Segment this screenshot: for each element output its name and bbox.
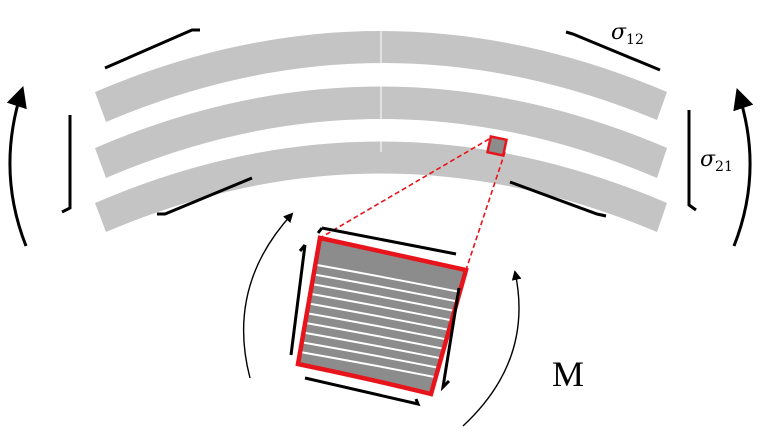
selected-element-marker [486, 135, 508, 157]
laminate-layer-bottom [95, 141, 667, 232]
shear-arrow-right-vertical [687, 110, 697, 212]
top-shear-arrows [104, 28, 661, 72]
label-sigma-12: σ12 [611, 20, 644, 48]
element-shear-top [321, 226, 457, 256]
element-moment-arrows [242, 212, 522, 427]
zoom-line-right [465, 151, 506, 271]
moment-arrow-element-right-icon [462, 270, 522, 427]
moment-arrow-left-icon [6, 86, 28, 247]
bottom-shear-arrows [157, 176, 607, 218]
enlarged-element-outline [295, 235, 469, 397]
element-shear-right [440, 287, 461, 392]
shear-arrow-top-left [104, 28, 200, 70]
moment-arrow-element-left-icon [242, 212, 294, 379]
shear-arrow-bottom-right [509, 180, 607, 218]
element-shear-top-hook [316, 227, 324, 234]
element-shear-left-hook [298, 244, 307, 252]
moment-arrow-right-icon [732, 88, 754, 247]
shear-arrow-top-right [565, 30, 661, 72]
shear-arrow-bottom-left [157, 176, 253, 216]
label-moment: M [552, 354, 584, 394]
element-shear-left [289, 244, 307, 356]
enlarged-element [295, 235, 469, 397]
curved-laminate [95, 15, 667, 232]
label-sigma-21: σ21 [700, 147, 733, 175]
element-shear-bottom [304, 376, 421, 407]
laminate-layer-middle [95, 86, 667, 178]
shear-arrow-left-vertical [61, 115, 72, 214]
zoom-line-left [319, 138, 490, 239]
element-shear-arrows [289, 226, 461, 407]
zoom-indicator [319, 135, 508, 271]
laminate-moment-arrows [6, 86, 754, 247]
laminate-layer-top [95, 31, 667, 122]
side-shear-arrows [61, 110, 697, 214]
